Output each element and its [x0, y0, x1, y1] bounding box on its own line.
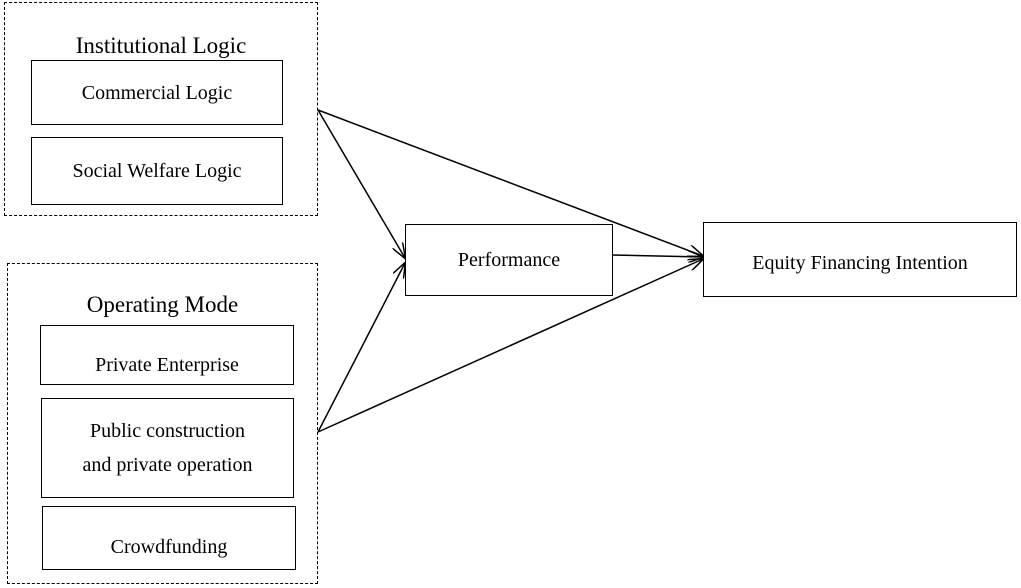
public-construction-box: Public construction and private operatio… [41, 398, 294, 498]
commercial-logic-label: Commercial Logic [81, 81, 233, 104]
private-operation-label: and private operation [82, 454, 253, 476]
crowdfunding-box: Crowdfunding [42, 506, 296, 570]
operating-mode-title: Operating Mode [86, 292, 239, 317]
commercial-logic-box: Commercial Logic [31, 60, 283, 125]
equity-financing-intention-box: Equity Financing Intention [703, 222, 1017, 297]
arrow-operating-to-performance [317, 263, 405, 433]
performance-box: Performance [405, 224, 613, 296]
private-enterprise-box: Private Enterprise [40, 325, 294, 385]
arrow-institutional-to-equity [317, 109, 703, 256]
equity-financing-intention-label: Equity Financing Intention [752, 251, 968, 274]
operating-mode-group: Operating Mode [7, 263, 318, 584]
arrow-institutional-to-performance [317, 109, 405, 258]
public-construction-label: Public construction [90, 420, 245, 442]
social-welfare-logic-label: Social Welfare Logic [72, 160, 242, 182]
private-enterprise-label: Private Enterprise [95, 354, 239, 376]
social-welfare-logic-box: Social Welfare Logic [31, 137, 283, 205]
arrow-operating-to-equity [317, 259, 703, 433]
performance-label: Performance [457, 249, 561, 271]
arrow-performance-to-equity [611, 255, 703, 257]
institutional-logic-group: Institutional Logic [4, 2, 318, 216]
crowdfunding-label: Crowdfunding [110, 536, 228, 558]
institutional-logic-title: Institutional Logic [75, 33, 247, 58]
